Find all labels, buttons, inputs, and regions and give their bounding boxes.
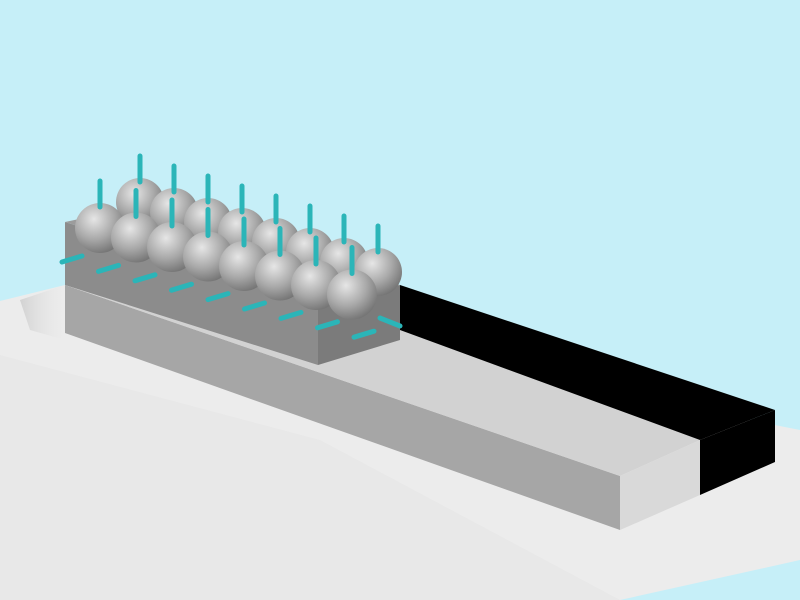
channel-front-face	[700, 410, 775, 495]
side-rod-3	[169, 281, 194, 293]
sphere-1-7	[327, 269, 377, 320]
ground-plane-lower	[0, 355, 620, 600]
side-rod-0	[59, 253, 85, 265]
side-rod-7	[315, 319, 340, 331]
side-rod-1	[96, 262, 121, 274]
side-rod-end	[377, 315, 403, 329]
side-rod-4	[205, 291, 231, 303]
sphere-group	[75, 178, 402, 320]
slab-front-face	[620, 440, 700, 530]
side-rod-5	[242, 300, 267, 312]
side-rod-6	[278, 309, 304, 321]
rod-group	[59, 153, 403, 340]
ground-shadow	[20, 285, 65, 340]
side-rod-2	[132, 272, 158, 284]
slab-left-face	[65, 285, 620, 530]
channel-top-face	[400, 285, 775, 440]
side-rod-8	[351, 328, 377, 340]
